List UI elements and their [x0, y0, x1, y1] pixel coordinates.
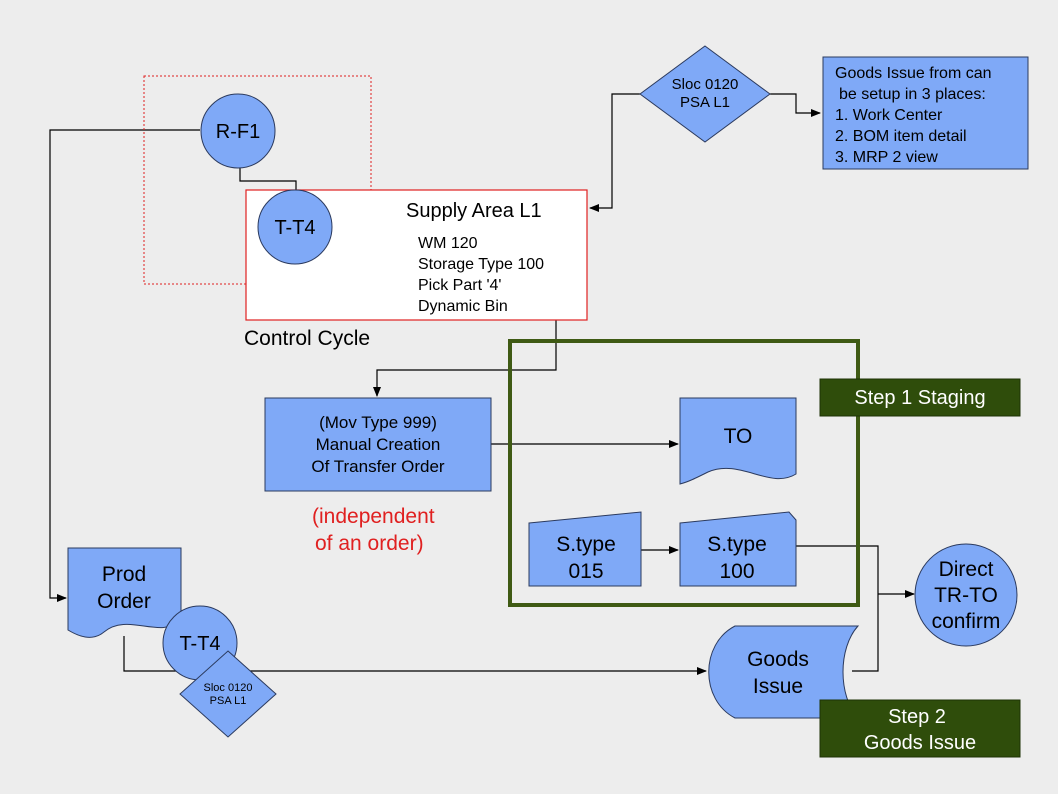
- stype-015-line: 015: [568, 560, 603, 583]
- step1-label-box: Step 1 Staging: [819, 378, 1021, 417]
- note-line: 2. BOM item detail: [835, 128, 967, 145]
- connectors: [49, 93, 915, 675]
- connector-sloc-to-note: [770, 93, 821, 117]
- independent-note-line: (independent: [312, 505, 435, 528]
- direct-confirm-node: Direct TR-TO confirm: [914, 543, 1018, 647]
- direct-confirm-line: Direct: [939, 558, 994, 581]
- tt4-bottom-label: T-T4: [179, 633, 220, 655]
- stype-100-line: S.type: [707, 533, 767, 556]
- sloc-top-line: Sloc 0120: [672, 76, 739, 93]
- transfer-order-document: TO: [679, 397, 797, 485]
- connector-supply-area-to-manual-to: [373, 320, 557, 397]
- step2-label-box: Step 2 Goods Issue: [819, 699, 1021, 758]
- sloc-bottom-diamond: Sloc 0120 PSA L1: [179, 650, 277, 738]
- tt4-top-node: T-T4: [257, 189, 333, 265]
- supply-area-line: Pick Part '4': [418, 277, 501, 294]
- step2-line: Step 2: [888, 706, 946, 728]
- goods-issue-line: Issue: [753, 675, 803, 698]
- note-line: be setup in 3 places:: [839, 86, 986, 103]
- connector-sloc-to-supply-area: [589, 93, 640, 212]
- goods-issue-line: Goods: [747, 648, 809, 671]
- sloc-top-line: PSA L1: [680, 94, 730, 111]
- connector-rf1-to-prod-order: [49, 129, 200, 602]
- goods-issue-node: Goods Issue: [708, 625, 860, 719]
- supply-area-line: Dynamic Bin: [418, 298, 508, 315]
- note-line: Goods Issue from can: [835, 65, 992, 82]
- tt4-top-label: T-T4: [274, 217, 315, 239]
- control-cycle-label: Control Cycle: [244, 327, 370, 350]
- connector-stype100-to-goods-issue: [796, 545, 879, 672]
- step2-line: Goods Issue: [864, 732, 976, 754]
- manual-to-line: Of Transfer Order: [311, 457, 445, 476]
- sloc-bottom-line: Sloc 0120: [204, 682, 253, 694]
- stype-015-line: S.type: [556, 533, 616, 556]
- direct-confirm-line: confirm: [932, 610, 1001, 633]
- manual-to-line: (Mov Type 999): [319, 413, 437, 432]
- manual-to-line: Manual Creation: [316, 435, 441, 454]
- prod-order-line: Prod: [102, 563, 146, 586]
- note-line: 1. Work Center: [835, 107, 943, 124]
- step1-frame: [508, 339, 860, 607]
- goods-issue-setup-note: Goods Issue from can be setup in 3 place…: [822, 56, 1029, 170]
- stype-100-line: 100: [719, 560, 754, 583]
- manual-transfer-order-box: (Mov Type 999) Manual Creation Of Transf…: [264, 397, 492, 492]
- stype-100-node: S.type 100: [679, 511, 797, 587]
- rf1-node: R-F1: [200, 93, 276, 169]
- supply-area-line: WM 120: [418, 235, 478, 252]
- supply-area-title: Supply Area L1: [406, 200, 542, 222]
- direct-confirm-line: TR-TO: [934, 584, 998, 607]
- independent-note-line: of an order): [315, 532, 424, 555]
- to-doc-label: TO: [724, 425, 753, 448]
- sloc-bottom-line: PSA L1: [210, 695, 247, 707]
- connector-prod-order-to-goods-issue: [123, 636, 707, 675]
- prod-order-line: Order: [97, 590, 151, 613]
- note-line: 3. MRP 2 view: [835, 149, 938, 166]
- step1-label: Step 1 Staging: [854, 387, 985, 409]
- stype-015-node: S.type 015: [528, 511, 642, 587]
- rf1-label: R-F1: [216, 121, 260, 143]
- supply-area-line: Storage Type 100: [418, 256, 544, 273]
- sloc-top-diamond: Sloc 0120 PSA L1: [639, 45, 771, 143]
- prod-order-document: Prod Order: [67, 547, 182, 638]
- connector-rf1-to-tt4: [239, 167, 297, 192]
